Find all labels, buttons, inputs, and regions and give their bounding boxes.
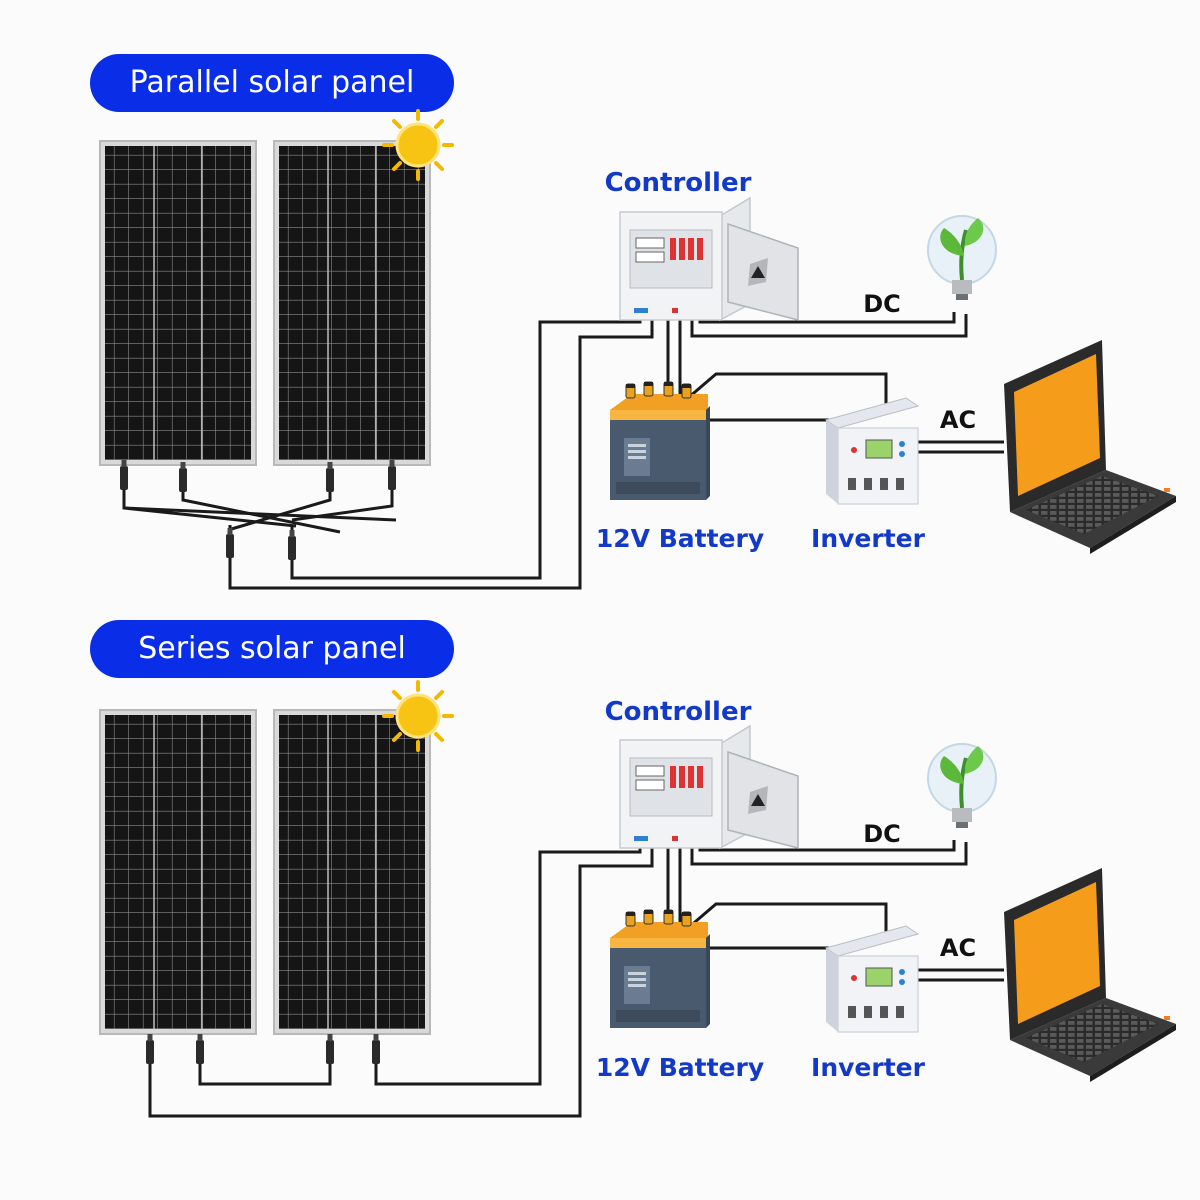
laptop-icon bbox=[1004, 340, 1176, 554]
solar-panel-icon bbox=[99, 709, 257, 1035]
section-title: Parallel solar panel bbox=[130, 65, 415, 100]
laptop-icon bbox=[1004, 868, 1176, 1082]
solar-panel-icon bbox=[99, 140, 257, 466]
inverter-icon bbox=[825, 925, 919, 1033]
controller-icon bbox=[619, 725, 799, 849]
dc-label: DC bbox=[863, 820, 901, 848]
solar-panel-icon bbox=[273, 709, 431, 1035]
inverter-icon bbox=[825, 397, 919, 505]
dc-label: DC bbox=[863, 290, 901, 318]
battery-label: 12V Battery bbox=[596, 524, 764, 553]
controller-label: Controller bbox=[605, 168, 752, 198]
inverter-label: Inverter bbox=[811, 1053, 926, 1082]
ac-label: AC bbox=[940, 406, 976, 434]
ac-label: AC bbox=[940, 934, 976, 962]
battery-label: 12V Battery bbox=[596, 1053, 764, 1082]
battery-icon bbox=[609, 381, 711, 501]
section-title-pill: Series solar panel bbox=[90, 620, 454, 678]
section-title: Series solar panel bbox=[138, 631, 406, 666]
section-title-pill: Parallel solar panel bbox=[90, 54, 454, 112]
panel-wiring bbox=[122, 304, 1004, 590]
bulb-icon bbox=[926, 742, 998, 830]
panel-connectors bbox=[146, 1034, 380, 1064]
bulb-icon bbox=[926, 214, 998, 302]
battery-icon bbox=[609, 909, 711, 1029]
controller-icon bbox=[619, 197, 799, 321]
inverter-label: Inverter bbox=[811, 524, 926, 553]
controller-label: Controller bbox=[605, 697, 752, 727]
parallel-section: Parallel solar panel bbox=[90, 54, 1176, 590]
series-section: Series solar panel Controller DC bbox=[90, 620, 1176, 1118]
solar-panel-icon bbox=[273, 140, 431, 466]
